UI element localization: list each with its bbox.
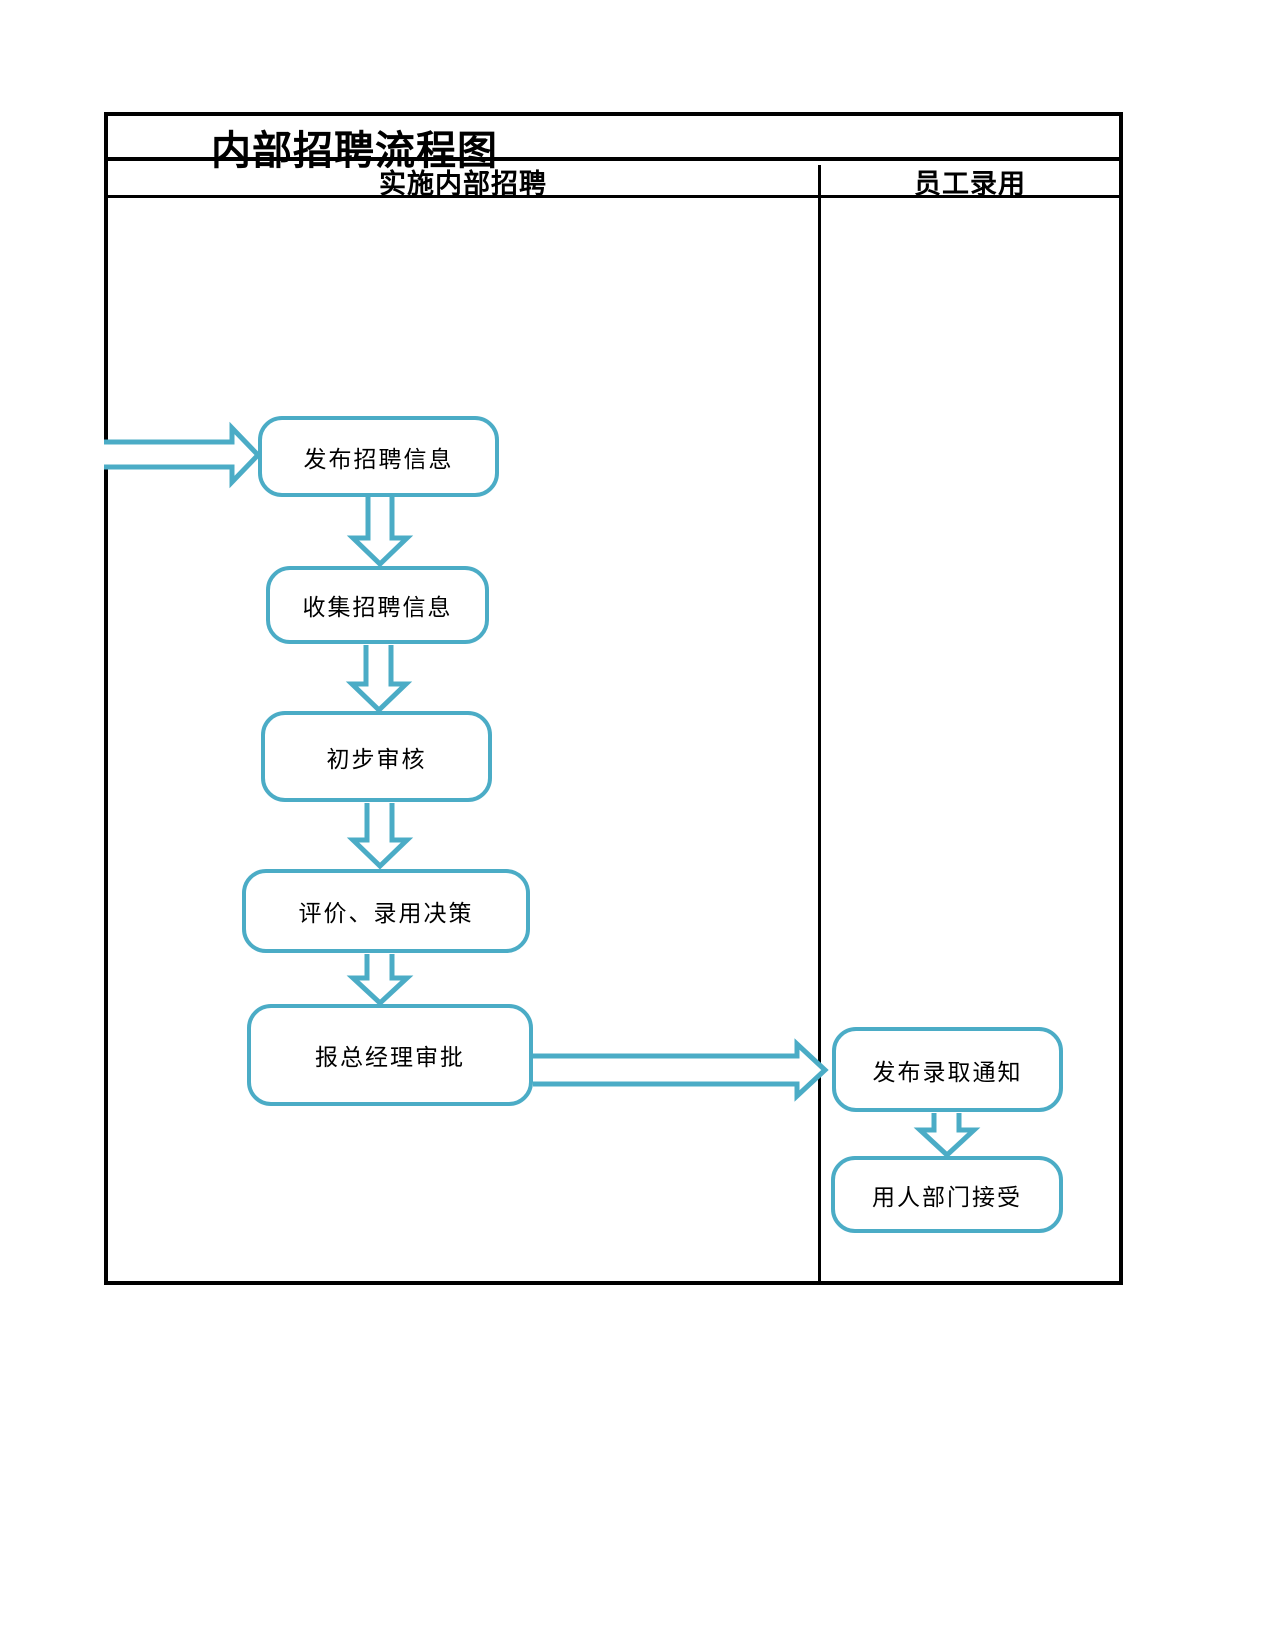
- node-publish-recruitment-info: 发布招聘信息: [258, 416, 499, 497]
- lane-divider: [818, 165, 821, 1281]
- title-row: 内部招聘流程图: [108, 116, 1119, 173]
- node-label: 收集招聘信息: [302, 594, 453, 620]
- node-issue-offer-notice: 发布录取通知: [832, 1027, 1063, 1112]
- node-collect-recruitment-info: 收集招聘信息: [266, 566, 489, 644]
- node-report-gm-approval: 报总经理审批: [247, 1004, 533, 1106]
- node-label: 报总经理审批: [315, 1044, 465, 1070]
- lane-header-row: 实施内部招聘 员工录用: [108, 165, 1119, 199]
- lane-header-employee-hiring: 员工录用: [914, 169, 1026, 199]
- node-label: 发布招聘信息: [303, 445, 454, 472]
- node-label: 评价、录用决策: [298, 900, 474, 926]
- page-title: 内部招聘流程图: [211, 129, 498, 173]
- node-label: 发布录取通知: [872, 1058, 1023, 1085]
- node-label: 初步审核: [326, 745, 427, 772]
- node-preliminary-review: 初步审核: [261, 711, 492, 802]
- lane-header-implement-recruitment: 实施内部招聘: [379, 169, 547, 199]
- node-label: 用人部门接受: [872, 1183, 1022, 1210]
- node-evaluation-hiring-decision: 评价、录用决策: [242, 869, 530, 953]
- node-hiring-dept-accept: 用人部门接受: [831, 1156, 1063, 1233]
